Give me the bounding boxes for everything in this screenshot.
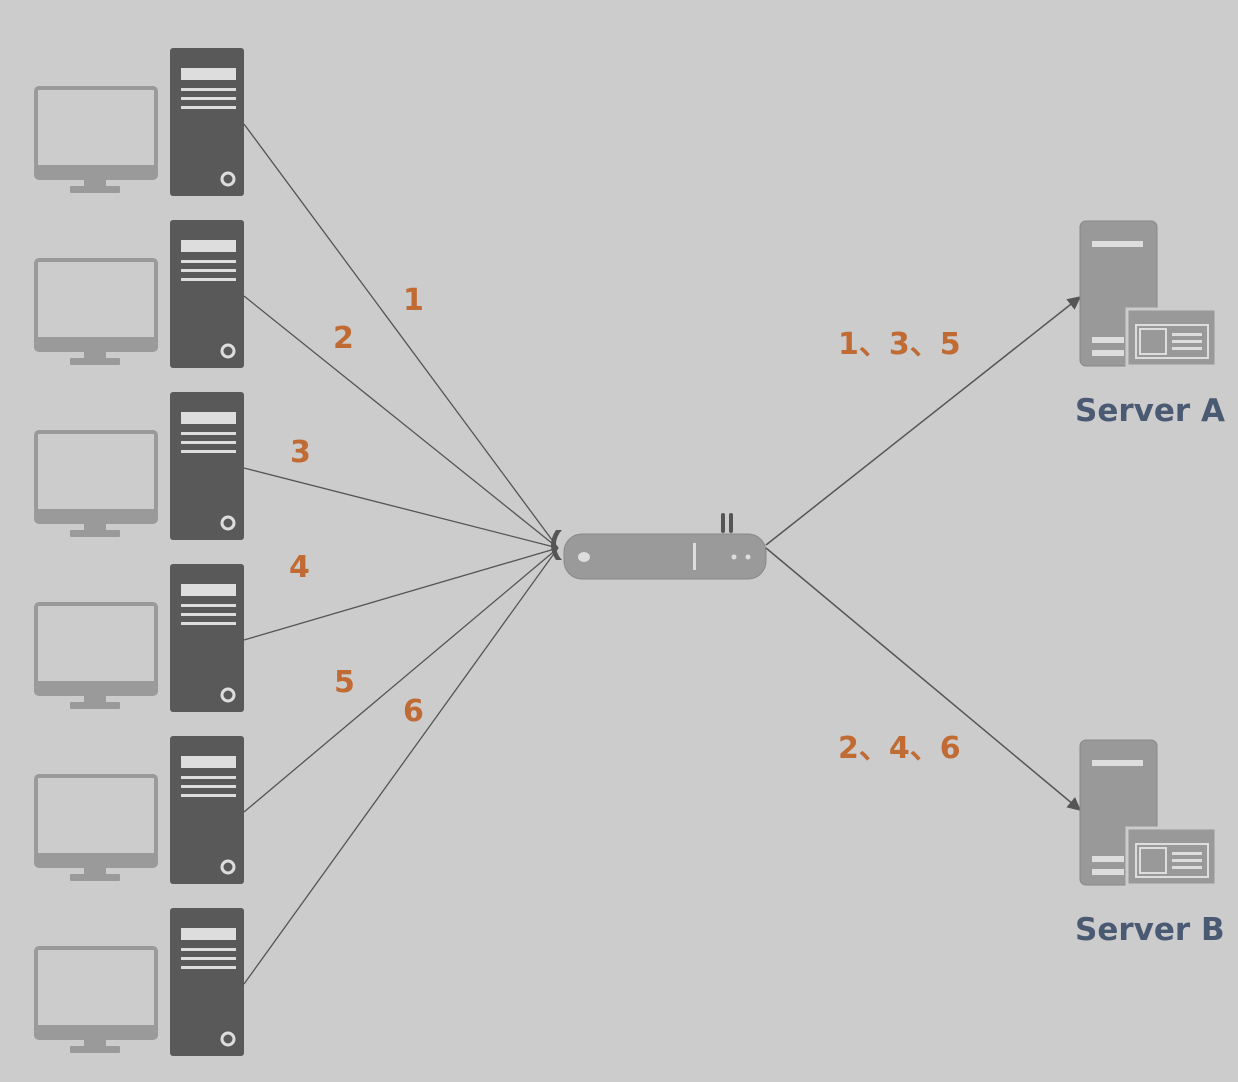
- request-number-label: 6: [403, 694, 424, 729]
- server-a: Server A: [1075, 220, 1225, 429]
- lb-divider: [693, 543, 696, 570]
- request-number-label: 5: [334, 665, 355, 700]
- client-workstation: [34, 564, 244, 712]
- request-number-label: 2: [333, 321, 354, 356]
- client-workstation: [34, 220, 244, 368]
- server-b-requests-label: 2、4、6: [838, 731, 961, 766]
- load-balancer: [551, 513, 767, 580]
- tower-pc-icon: [170, 220, 244, 368]
- request-number-label: 1: [403, 283, 424, 318]
- monitor-icon: [34, 430, 158, 537]
- tower-pc-icon: [170, 48, 244, 196]
- tower-pc-icon: [170, 564, 244, 712]
- client-connection-line: [243, 547, 559, 813]
- tower-pc-icon: [170, 908, 244, 1056]
- route-to-server-b: [765, 547, 1082, 811]
- server-a-requests-label: 1、3、5: [838, 327, 961, 362]
- client-connection-line: [243, 295, 559, 549]
- monitor-icon: [34, 86, 158, 193]
- lb-connector-icon: [551, 530, 562, 560]
- client-workstation: [34, 48, 244, 196]
- server-a-label: Server A: [1075, 393, 1225, 429]
- request-number-label: 4: [289, 550, 310, 585]
- request-number-label: 3: [290, 435, 311, 470]
- lb-body: [563, 533, 767, 580]
- client-workstation: [34, 908, 244, 1056]
- monitor-icon: [34, 774, 158, 881]
- server-icon: [1079, 739, 1218, 887]
- client-connection-line: [243, 467, 559, 549]
- client-workstation: [34, 736, 244, 884]
- monitor-icon: [34, 258, 158, 365]
- lb-port-icon: [745, 554, 751, 560]
- server-b: Server B: [1075, 739, 1225, 948]
- server-b-label: Server B: [1075, 912, 1225, 948]
- tower-pc-icon: [170, 736, 244, 884]
- monitor-icon: [34, 602, 158, 709]
- tower-pc-icon: [170, 392, 244, 540]
- lb-antenna-icon: [729, 513, 733, 533]
- lb-led-icon: [578, 552, 590, 562]
- client-connection-line: [243, 547, 559, 985]
- server-icon: [1079, 220, 1218, 368]
- client-connection-line: [243, 123, 559, 549]
- route-to-server-a: [765, 296, 1082, 546]
- client-connection-line: [243, 547, 559, 641]
- lb-port-icon: [731, 554, 737, 560]
- monitor-icon: [34, 946, 158, 1053]
- lb-antenna-icon: [721, 513, 725, 533]
- client-workstation: [34, 392, 244, 540]
